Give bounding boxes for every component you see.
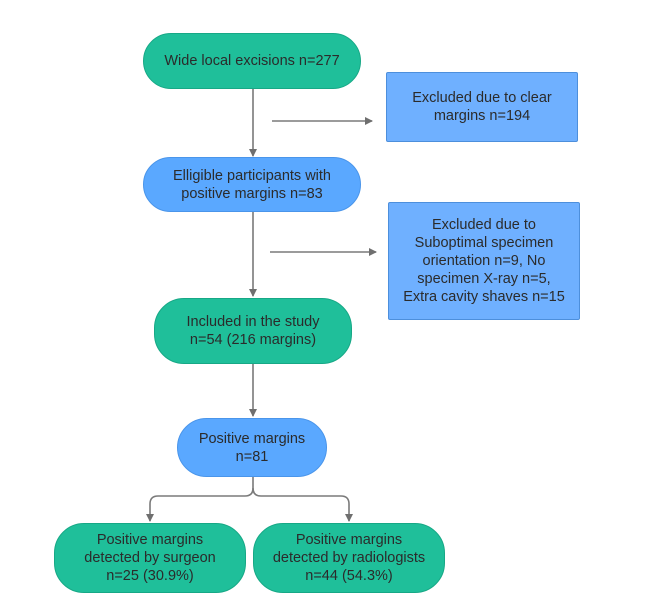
node-text-line: orientation n=9, No [422,253,546,269]
node-text-line: Elligible participants with [173,167,331,184]
node-text-line: Extra cavity shaves n=15 [403,289,565,305]
positive-margins-node: Positive margins n=81 [177,418,327,477]
node-text-line: Excluded due to [431,217,536,233]
node-text-line: n=25 (30.9%) [106,568,194,584]
detected-by-surgeon-node: Positive margins detected by surgeon n=2… [54,523,246,593]
wide-local-excisions-node: Wide local excisions n=277 [143,33,361,89]
excluded-clear-margins-box: Excluded due to clear margins n=194 [386,72,578,142]
node-text-line: Wide local excisions n=277 [164,53,340,69]
node-text-line: margins n=194 [433,108,531,124]
detected-by-radiologists-node: Positive margins detected by radiologist… [253,523,445,593]
node-text-line: n=44 (54.3%) [305,568,393,584]
node-text-line: n=54 (216 margins) [189,332,317,348]
node-text-line: detected by radiologists [272,550,426,566]
node-text-line: Suboptimal specimen [414,235,554,251]
node-text-line: n=81 [235,448,269,465]
node-text-line: detected by surgeon [84,550,216,566]
arrow-to-radiologists [252,487,353,522]
arrow-to-surgeon [146,477,254,522]
node-text-line: positive margins n=83 [181,185,323,202]
eligible-participants-node: Elligible participants with positive mar… [143,157,361,212]
included-in-study-node: Included in the study n=54 (216 margins) [154,298,352,364]
node-text-line: specimen X-ray n=5, [417,271,551,287]
excluded-other-reasons-box: Excluded due to Suboptimal specimen orie… [388,202,580,320]
node-text-line: Positive margins [96,532,204,548]
node-text-line: Included in the study [186,314,320,330]
node-text-line: Positive margins [295,532,403,548]
node-text-line: Excluded due to clear [412,90,552,106]
node-text-line: Positive margins [198,430,306,447]
